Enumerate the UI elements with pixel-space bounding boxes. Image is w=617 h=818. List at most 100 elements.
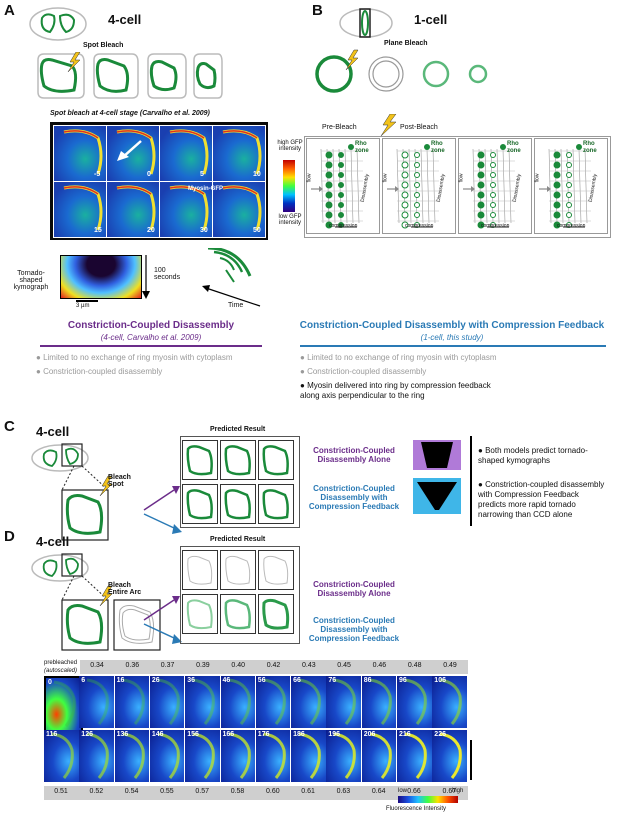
kymograph — [60, 255, 142, 299]
timelapse-tile: 126 — [79, 730, 114, 782]
timelapse-tile: 106 — [432, 676, 467, 728]
top-value: 0.34 — [90, 662, 104, 669]
time-word: Time — [228, 302, 244, 309]
timelapse-time: 36 — [187, 677, 195, 684]
top-value: 0.36 — [125, 662, 140, 669]
timelapse-time: 166 — [222, 731, 235, 738]
bottom-value: 0.66 — [407, 788, 421, 795]
d-predicted-frame — [180, 546, 300, 644]
compression-label: compression — [481, 223, 510, 229]
top-value: 0.40 — [231, 662, 245, 669]
compression-label: compression — [405, 223, 434, 229]
legend-low: low — [398, 788, 408, 794]
b-bullet-3: ● Myosin delivered into ring by compress… — [300, 381, 491, 400]
time-arcs — [202, 248, 261, 307]
timelapse-tile: 86 — [361, 676, 397, 728]
c-cell-schematic — [31, 443, 89, 472]
micro-tile: -5 — [53, 125, 107, 182]
timelapse-time: 106 — [434, 677, 446, 684]
rho-zone-label: Rho zone — [355, 141, 369, 154]
d-cell-schematic — [31, 553, 89, 582]
model-a-title: Constriction-Coupled Disassembly — [67, 320, 235, 331]
micro-title: Spot bleach at 4-cell stage (Carvalho et… — [50, 110, 210, 117]
flow-label: flow — [534, 173, 541, 183]
panel-a-letter: A — [4, 2, 15, 19]
model-b-rule — [300, 345, 606, 347]
timelapse-time: 146 — [151, 731, 164, 738]
micro-tile-time: 30 — [200, 227, 208, 234]
top-value: 0.48 — [407, 662, 422, 669]
c-model1-label: Constriction-Coupled Disassembly Alone — [313, 446, 395, 464]
micro-tile: 15 — [53, 181, 107, 238]
bottom-value: 0.52 — [89, 788, 104, 795]
timelapse-tile: 156 — [185, 730, 220, 782]
flow-label: flow — [458, 173, 465, 183]
timelapse-tile: 6 — [79, 676, 114, 728]
micro-tile: 5 — [159, 125, 213, 182]
colorbar-low-label: low GFP intensity — [278, 214, 302, 226]
d-zoom-cells — [61, 576, 161, 651]
timelapse-tile: 166 — [220, 730, 255, 782]
micro-tile-time: 15 — [94, 227, 102, 234]
predicted-cell — [220, 440, 256, 480]
c-predicted-label: Predicted Result — [210, 426, 266, 433]
top-value: 0.46 — [372, 662, 387, 669]
fluorescence-legend-bar — [398, 796, 458, 803]
bottom-value: 0.63 — [336, 788, 351, 795]
predicted-cell — [182, 440, 218, 480]
pre-bleach-label: Pre-Bleach — [322, 124, 357, 131]
micro-tile-time: 10 — [253, 171, 261, 178]
panel-a-cell-label: 4-cell — [108, 12, 142, 27]
micro-tile-time: 5 — [200, 171, 204, 178]
flow-label: flow — [306, 173, 313, 183]
bleach-arrow-icon — [115, 139, 145, 168]
d-scale-bar — [470, 740, 472, 780]
panel-b-letter: B — [312, 2, 323, 19]
predicted-cell — [220, 550, 256, 590]
c-arrows — [143, 486, 182, 534]
b-bullet-2: ● Constriction-coupled disassembly — [300, 367, 427, 376]
panel-d-letter: D — [4, 528, 15, 545]
timelapse-time: 0 — [48, 679, 52, 686]
timelapse-tile: 216 — [397, 730, 432, 782]
c-predicted-frame — [180, 436, 300, 528]
d-arrows — [143, 596, 182, 644]
c-zoom-cell — [61, 466, 113, 541]
myosin-label: Myosin-GFP — [188, 186, 224, 192]
b-diagram-frame — [304, 136, 611, 238]
timelapse-time: 86 — [363, 677, 372, 684]
timelapse-tile: 26 — [149, 676, 185, 728]
top-value: 0.45 — [337, 662, 351, 669]
timelapse-time: 116 — [46, 731, 58, 738]
timelapse-time: 226 — [434, 731, 446, 738]
bottom-value: 0.60 — [265, 788, 280, 795]
scale-bar — [76, 300, 98, 302]
bottom-value: 0.61 — [301, 788, 315, 795]
timelapse-time: 186 — [293, 731, 305, 738]
top-value: 0.49 — [443, 662, 457, 669]
micro-tile-time: 50 — [253, 227, 261, 234]
predicted-cell — [182, 550, 218, 590]
legend-high: high — [452, 788, 464, 794]
predicted-cell — [258, 440, 294, 480]
prebleach-label: prebleached — [44, 660, 78, 666]
micro-tile: 0 — [106, 125, 160, 182]
timelapse-tile: 66 — [291, 676, 326, 728]
timelapse-tile: 46 — [220, 676, 255, 728]
colorbar-high-label: high GFP intensity — [277, 140, 303, 152]
c-note-1: ● Both models predict tornado-shaped kym… — [478, 446, 588, 465]
d-predicted-grid — [182, 550, 298, 642]
predicted-cell — [258, 550, 294, 590]
cell-1-schematic — [339, 8, 393, 38]
rho-zone-label: Rho zone — [431, 141, 445, 154]
timelapse-time: 156 — [187, 731, 199, 738]
timelapse-time: 26 — [151, 677, 160, 684]
kymo-label: Tornado-shaped kymograph — [13, 270, 49, 291]
model-a-rule — [40, 345, 262, 347]
